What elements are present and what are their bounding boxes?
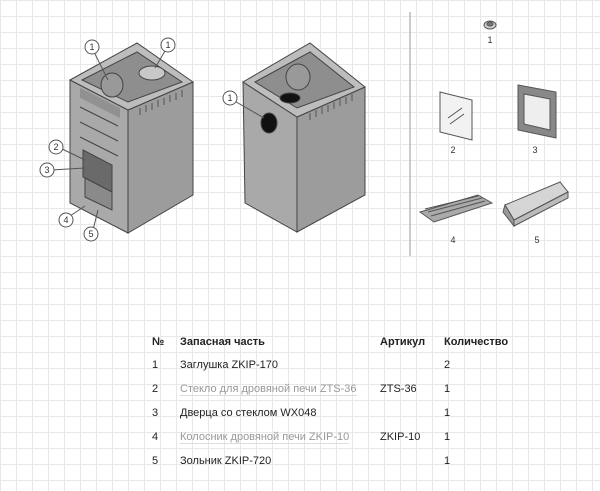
col-article: Артикул	[380, 336, 426, 348]
part-label: 5	[534, 235, 539, 245]
table-row: 1 Заглушка ZKIP-170 2	[146, 353, 514, 377]
callout-text: 5	[88, 229, 93, 239]
quantity: 2	[444, 359, 451, 371]
stove-front-view	[68, 42, 195, 234]
article	[374, 449, 438, 473]
part-label: 2	[450, 145, 455, 155]
row-number: 5	[152, 455, 159, 467]
quantity: 1	[444, 455, 451, 467]
callout-back-1	[222, 90, 238, 106]
callout-text: 1	[165, 40, 170, 50]
table-header-row: № Запасная часть Артикул Количество	[146, 331, 514, 353]
part-name: Колосник дровяной печи ZKIP-10	[174, 425, 374, 449]
quantity: 1	[444, 431, 451, 443]
table-row: 3 Дверца со стеклом WX048 1	[146, 401, 514, 425]
quantity: 1	[444, 383, 451, 395]
col-part: Запасная часть	[180, 336, 265, 348]
article: ZTS-36	[380, 383, 417, 395]
row-number: 1	[152, 359, 159, 371]
col-quantity: Количество	[444, 336, 509, 348]
part-name: Стекло для дровяной печи ZTS-36	[174, 377, 374, 401]
table-row: 5 Зольник ZKIP-720 1	[146, 449, 514, 473]
table-row: 4 Колосник дровяной печи ZKIP-10 ZKIP-10 1	[146, 425, 514, 449]
callout-text: 4	[63, 215, 68, 225]
article	[374, 401, 438, 425]
col-number: №	[152, 336, 165, 348]
part-label: 4	[450, 235, 455, 245]
callouts	[39, 37, 265, 242]
part-name: Дверца со стеклом WX048	[180, 407, 317, 419]
callout-text: 2	[53, 142, 58, 152]
part-label: 1	[487, 35, 492, 45]
part-link[interactable]: Колосник дровяной печи ZKIP-10	[180, 431, 350, 444]
grate-icon	[418, 194, 494, 223]
article	[374, 353, 438, 377]
callout-5	[83, 226, 99, 242]
callout-text: 3	[44, 165, 49, 175]
row-number: 4	[152, 431, 159, 443]
part-label: 3	[532, 145, 537, 155]
table-row: 2 Стекло для дровяной печи ZTS-36 ZTS-36 1	[146, 377, 514, 401]
glass-pane-icon	[439, 91, 473, 141]
row-number: 2	[152, 383, 159, 395]
callout-1a	[84, 39, 100, 55]
spare-parts-table: № Запасная часть Артикул Количество 1 Заг…	[146, 331, 514, 473]
callout-2	[48, 139, 64, 155]
callout-4	[58, 212, 74, 228]
ash-pan-icon	[502, 181, 569, 228]
part-name: Зольник ZKIP-720	[180, 455, 272, 467]
row-number: 3	[152, 407, 159, 419]
callout-text: 1	[89, 42, 94, 52]
quantity: 1	[444, 407, 451, 419]
part-name: Заглушка ZKIP-170	[180, 359, 278, 371]
diagram: 1 1 2 3 4 5 1 1 2 3 4 5	[39, 12, 569, 256]
callout-text: 1	[227, 93, 232, 103]
stove-back-view	[242, 42, 366, 233]
callout-3	[39, 162, 55, 178]
article: ZKIP-10	[380, 431, 421, 443]
callout-1b	[160, 37, 176, 53]
plug-cap-icon	[483, 20, 497, 30]
part-link[interactable]: Стекло для дровяной печи ZTS-36	[180, 383, 357, 396]
door-frame-icon	[517, 84, 557, 139]
